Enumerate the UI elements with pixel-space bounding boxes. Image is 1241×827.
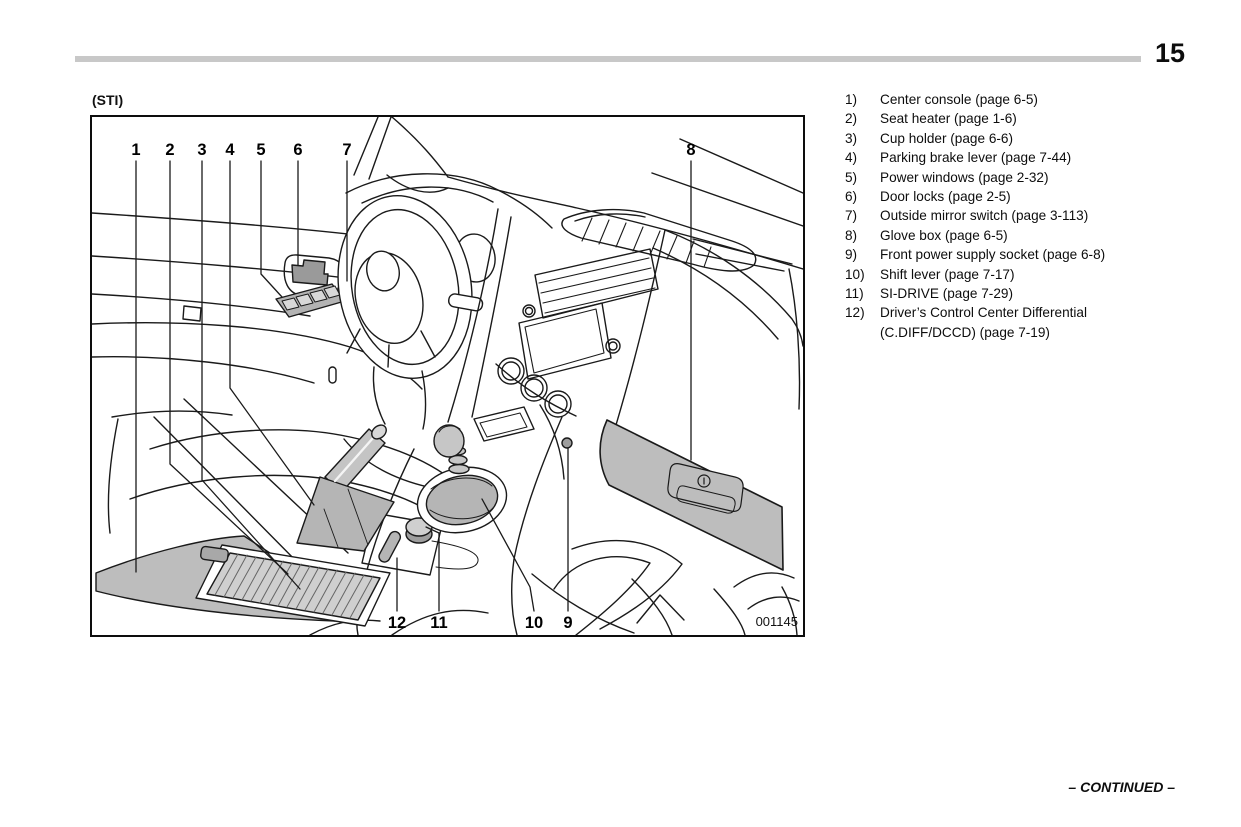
callout-8: 8	[686, 141, 695, 159]
callout-3: 3	[197, 141, 206, 159]
legend-item-text: Center console (page 6-5)	[880, 92, 1038, 107]
legend-item-text: Glove box (page 6-5)	[880, 227, 1008, 243]
legend-item: 3) Cup holder (page 6-6)	[845, 129, 1175, 148]
callout-numbers: 1 2 3 4 5 6 7 8 12 11 10 9	[131, 141, 695, 632]
legend-item-num: 12)	[845, 305, 865, 321]
callout-1: 1	[131, 141, 140, 159]
windshield-dash-top	[391, 116, 804, 272]
console-tray	[195, 544, 391, 627]
tray-latch	[200, 545, 229, 563]
figure-code: 001145	[756, 614, 798, 629]
legend-item-num: 10)	[845, 266, 865, 282]
legend-item-text: Power windows (page 2-32)	[880, 169, 1049, 185]
passenger-dash	[553, 229, 804, 636]
legend-item-text: (C.DIFF/DCCD) (page 7-19)	[880, 324, 1050, 340]
glove-box-keyhole	[697, 474, 711, 488]
legend-item: 11) SI-DRIVE (page 7-29)	[845, 284, 1175, 303]
figure-box: 1 2 3 4 5 6 7 8 12 11 10 9 001145	[90, 115, 805, 637]
callout-10: 10	[525, 614, 543, 632]
glove-box-handle	[667, 463, 744, 512]
steering-wheel	[328, 194, 484, 488]
legend-item: 2) Seat heater (page 1-6)	[845, 109, 1175, 128]
door-lock-knob	[291, 259, 329, 286]
callout-7: 7	[342, 141, 351, 159]
figure-variant-label: (STI)	[92, 92, 124, 108]
legend-item-text: Parking brake lever (page 7-44)	[880, 150, 1072, 166]
page-number: 15	[1154, 38, 1185, 68]
audio-screen	[518, 302, 612, 380]
legend-list: 1) Center console (page 6-5) 2) Seat heate…	[845, 90, 1175, 342]
callout-12: 12	[388, 614, 406, 632]
legend-item-num: 1)	[845, 92, 858, 107]
legend-item-num: 7)	[845, 208, 858, 224]
legend-item-num: 3)	[845, 130, 858, 146]
column-stalk	[447, 293, 484, 312]
shift-knob	[433, 424, 465, 458]
legend-item-text: Door locks (page 2-5)	[880, 189, 1011, 205]
legend-item: 8) Glove box (page 6-5)	[845, 226, 1175, 245]
legend-item-text: Cup holder (page 6-6)	[880, 130, 1013, 146]
interior-diagram: 1 2 3 4 5 6 7 8 12 11 10 9 001145	[91, 116, 804, 636]
dccd-switch	[378, 530, 402, 563]
header-rule	[75, 56, 1141, 62]
legend-item: 4) Parking brake lever (page 7-44)	[845, 148, 1175, 167]
parking-brake	[296, 424, 395, 552]
legend-item: 7) Outside mirror switch (page 3-113)	[845, 206, 1175, 225]
legend-item-text: Driver’s Control Center Differential	[880, 305, 1088, 321]
legend-item-text: Outside mirror switch (page 3-113)	[880, 208, 1089, 224]
legend-item-num: 6)	[845, 189, 858, 205]
callout-11: 11	[430, 614, 447, 632]
legend-item: 10) Shift lever (page 7-17)	[845, 265, 1175, 284]
center-stack	[447, 208, 666, 436]
continued-label: – CONTINUED –	[1068, 779, 1175, 795]
callout-leaders	[135, 160, 692, 612]
callout-4: 4	[225, 141, 235, 159]
callout-5: 5	[256, 141, 265, 159]
legend-item: 9) Front power supply socket (page 6-8)	[845, 245, 1175, 264]
legend-item-text: Front power supply socket (page 6-8)	[880, 247, 1106, 263]
legend-item-num: 9)	[845, 247, 858, 263]
legend-item-num: 2)	[845, 111, 858, 127]
legend-item-num	[845, 323, 880, 342]
legend-item-text: Shift lever (page 7-17)	[880, 266, 1015, 282]
callout-6: 6	[293, 141, 302, 159]
hvac-dials	[497, 357, 572, 418]
legend-item-text: SI-DRIVE (page 7-29)	[880, 286, 1013, 302]
callout-2: 2	[165, 141, 174, 159]
shift-lever	[416, 424, 508, 534]
callout-9: 9	[563, 614, 572, 632]
legend-item: 1) Center console (page 6-5)	[845, 90, 1175, 109]
power-socket	[561, 437, 573, 449]
legend-item: 6) Door locks (page 2-5)	[845, 187, 1175, 206]
legend-item-num: 4)	[845, 150, 858, 166]
legend-item: (C.DIFF/DCCD) (page 7-19)	[845, 323, 1175, 342]
legend-item-num: 5)	[845, 169, 858, 185]
legend-item-num: 8)	[845, 227, 858, 243]
legend-item-num: 11)	[845, 286, 864, 302]
legend-item-text: Seat heater (page 1-6)	[880, 111, 1017, 127]
legend-item: 5) Power windows (page 2-32)	[845, 168, 1175, 187]
center-vent	[534, 248, 659, 319]
legend-item: 12) Driver’s Control Center Differential	[845, 303, 1175, 322]
